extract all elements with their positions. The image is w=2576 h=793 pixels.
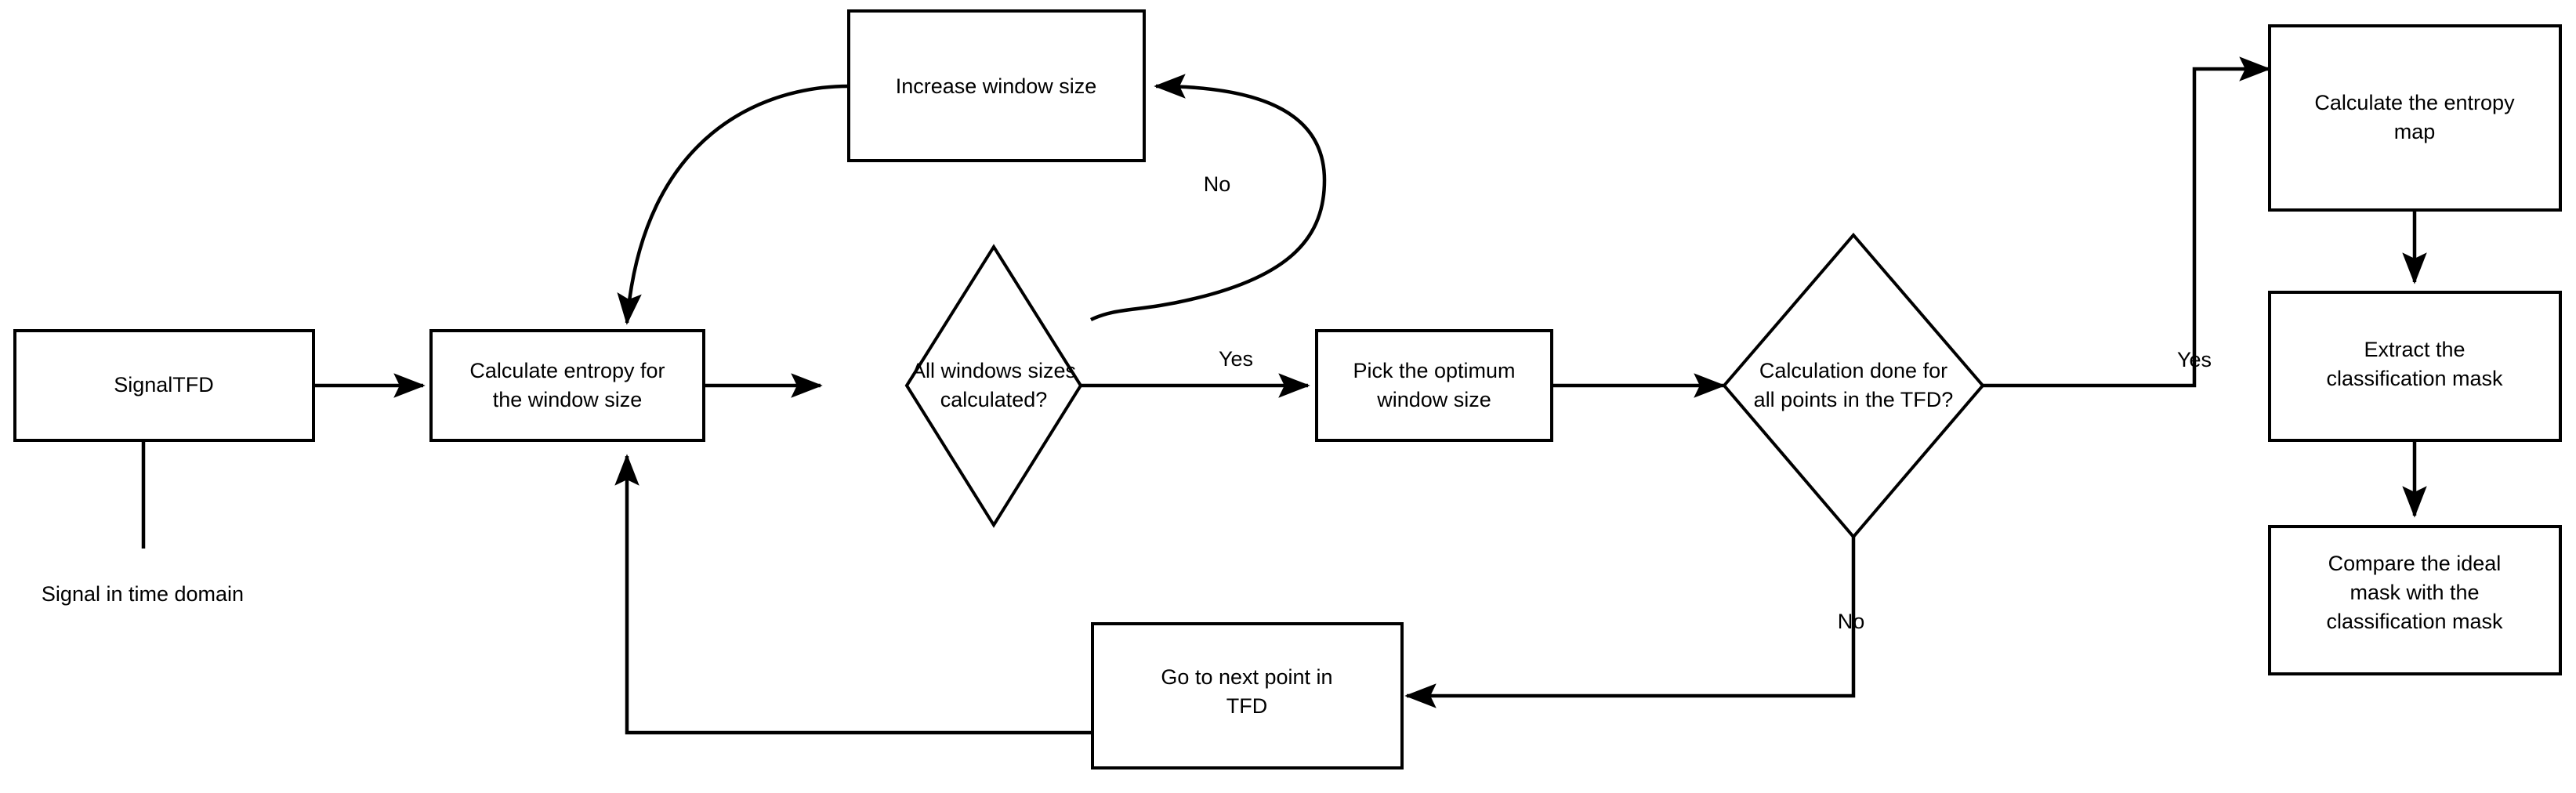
signal-tfd-box[interactable]: [13, 329, 315, 442]
node-entropy-map[interactable]: Calculate the entropy map: [2268, 24, 2562, 212]
pick-optimum-window-size-box[interactable]: [1315, 329, 1553, 442]
compare-masks-label-line2: mask with the: [2350, 581, 2479, 604]
increase-window-size-label: Increase window size: [896, 74, 1097, 98]
node-increase-window-size[interactable]: Increase window size: [847, 9, 1146, 162]
go-next-point-label-line1: Go to next point in: [1161, 665, 1332, 689]
increase-window-size-box[interactable]: [847, 9, 1146, 162]
edge-label-yes-windows: Yes: [1219, 347, 1253, 371]
signal-tfd-label: SignalTFD: [114, 373, 214, 396]
node-extract-mask[interactable]: Extract the classification mask: [2268, 291, 2562, 442]
node-pick-optimum-window-size[interactable]: Pick the optimum window size: [1315, 329, 1553, 442]
all-windows-decision-diamond[interactable]: [904, 244, 1083, 528]
all-windows-decision-label-line1: All windows sizes: [911, 359, 1076, 382]
calculate-entropy-label-line1: Calculate entropy for: [469, 359, 665, 382]
node-all-windows-decision[interactable]: All windows sizes calculated?: [904, 244, 1083, 528]
calculate-entropy-box[interactable]: [429, 329, 705, 442]
go-next-point-label-line2: TFD: [1226, 694, 1267, 718]
calculation-done-decision-label-line1: Calculation done for: [1759, 359, 1947, 382]
edge-calculation-done-no-to-go-next-point: [1404, 464, 1856, 708]
extract-mask-box[interactable]: [2268, 291, 2562, 442]
entropy-map-box[interactable]: [2268, 24, 2562, 212]
extract-mask-label-line1: Extract the: [2364, 338, 2465, 361]
entropy-map-label-line2: map: [2394, 120, 2436, 143]
all-windows-decision-label-line2: calculated?: [940, 388, 1048, 411]
node-go-next-point[interactable]: Go to next point in TFD: [1091, 622, 1404, 769]
calculation-done-decision-diamond[interactable]: [1722, 232, 1985, 540]
pick-optimum-label-line1: Pick the optimum: [1353, 359, 1515, 382]
edge-calculation-done-yes-to-entropy-map: [1983, 56, 2271, 388]
edge-label-no-points: No: [1838, 610, 1865, 633]
extract-mask-label-line2: classification mask: [2326, 367, 2503, 390]
node-calculate-entropy[interactable]: Calculate entropy for the window size: [429, 329, 705, 442]
go-next-point-box[interactable]: [1091, 622, 1404, 769]
edge-increase-window-to-calculate-entropy: [617, 84, 850, 325]
compare-masks-label-line1: Compare the ideal: [2328, 552, 2502, 575]
edge-label-yes-points: Yes: [2177, 348, 2212, 371]
node-signal-tfd[interactable]: SignalTFD: [13, 329, 315, 442]
calculation-done-decision-label-line2: all points in the TFD?: [1754, 388, 1954, 411]
node-compare-masks[interactable]: Compare the ideal mask with the classifi…: [2268, 525, 2562, 675]
entropy-map-label-line1: Calculate the entropy: [2314, 91, 2515, 114]
edge-go-next-point-to-calculate-entropy: [614, 454, 1092, 735]
node-calculation-done-decision[interactable]: Calculation done for all points in the T…: [1722, 232, 1985, 540]
edge-all-windows-decision-no-to-increase-window: [1090, 74, 1327, 322]
caption-signal-input: Signal in time domain: [42, 582, 244, 606]
compare-masks-box[interactable]: [2268, 525, 2562, 675]
pick-optimum-label-line2: window size: [1376, 388, 1491, 411]
compare-masks-label-line3: classification mask: [2326, 610, 2503, 633]
edge-label-no-windows: No: [1204, 172, 1231, 196]
calculate-entropy-label-line2: the window size: [493, 388, 643, 411]
